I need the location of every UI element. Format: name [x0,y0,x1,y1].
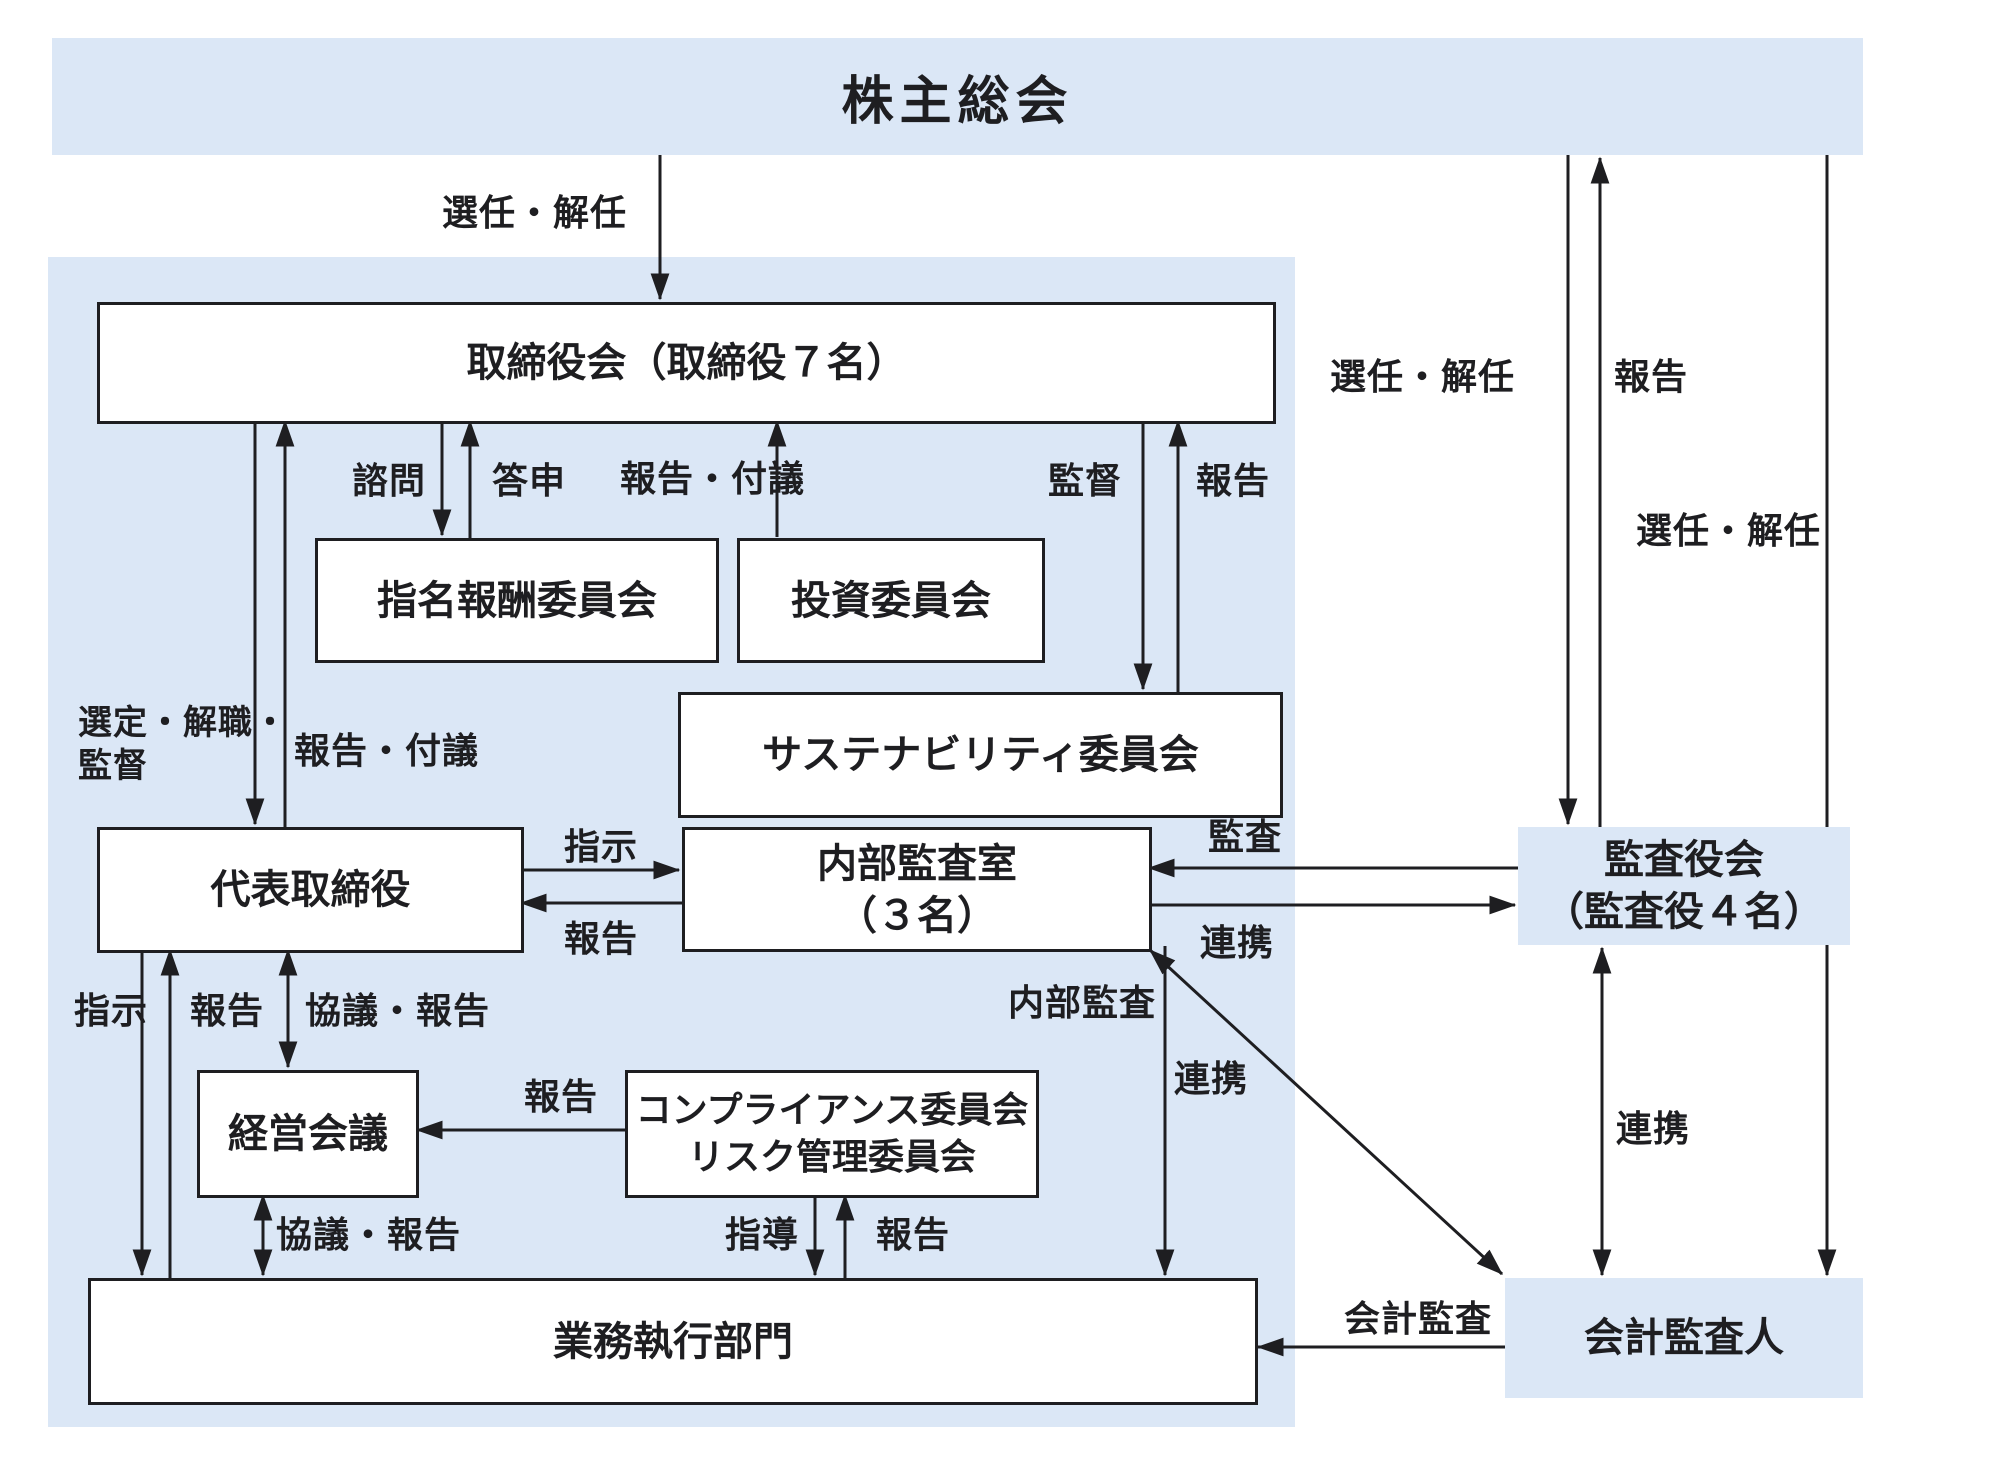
accounting-auditor-label: 会計監査人 [1584,1316,1784,1360]
label-audit: 監査 [1208,816,1283,857]
compliance-committee-label-line1: コンプライアンス委員会 [635,1089,1029,1131]
board-box: 取締役会（取締役７名） [97,302,1276,424]
internal-audit-office-box: 内部監査室 （３名） [682,827,1152,952]
shareholders-meeting-banner: 株主総会 [52,38,1863,155]
compliance-committee-box: コンプライアンス委員会 リスク管理委員会 [625,1070,1039,1198]
label-accounting-audit: 会計監査 [1344,1298,1493,1339]
ceo-label: 代表取締役 [210,868,411,912]
label-cooperate-vertical: 連携 [1616,1108,1691,1149]
audit-board-box: 監査役会 （監査役４名） [1518,827,1850,945]
management-meeting-label: 経営会議 [228,1112,388,1156]
audit-board-label-line2: （監査役４名） [1544,890,1824,934]
label-internal-audit: 内部監査 [1008,982,1157,1023]
label-instruct-office: 指示 [564,826,639,867]
accounting-auditor-box: 会計監査人 [1505,1278,1863,1398]
investment-committee-box: 投資委員会 [737,538,1045,663]
arrow-cooperate-office-accounting [1148,948,1504,1276]
nomination-committee-box: 指名報酬委員会 [315,538,719,663]
label-report-sustainability: 報告 [1196,460,1271,501]
internal-audit-office-label-line1: 内部監査室 [817,841,1017,886]
label-guide: 指導 [725,1214,800,1255]
investment-committee-label: 投資委員会 [791,578,991,623]
execution-division-label: 業務執行部門 [553,1319,793,1364]
label-consult: 諮問 [352,460,427,501]
label-report-refer-investment: 報告・付議 [620,458,806,499]
label-consult-report-lower: 協議・報告 [276,1214,462,1255]
label-select-dismiss-supervise: 選定・解職・ 監督 [78,704,288,785]
audit-board-label-line1: 監査役会 [1604,838,1764,882]
label-cooperate-horizontal: 連携 [1200,922,1275,963]
label-report-refer-ceo: 報告・付議 [294,730,480,771]
label-consult-report-upper: 協議・報告 [305,990,491,1031]
shareholders-meeting-label: 株主総会 [841,73,1074,131]
nomination-committee-label: 指名報酬委員会 [377,578,657,623]
label-appoint-dismiss-board: 選任・解任 [442,192,628,233]
sustainability-committee-box: サステナビリティ委員会 [678,692,1283,818]
label-reply: 答申 [492,460,567,501]
compliance-committee-label-line2: リスク管理委員会 [687,1136,976,1177]
sustainability-committee-label: サステナビリティ委員会 [762,733,1199,777]
internal-audit-office-label-line2: （３名） [837,893,997,938]
management-meeting-box: 経営会議 [197,1070,419,1198]
label-supervise: 監督 [1048,460,1123,501]
label-cooperate-diagonal: 連携 [1174,1058,1249,1099]
board-label: 取締役会（取締役７名） [466,341,907,385]
ceo-box: 代表取締役 [97,827,524,953]
label-appoint-dismiss-accounting: 選任・解任 [1636,510,1822,551]
label-appoint-dismiss-auditboard: 選任・解任 [1330,356,1516,397]
label-report-compliance: 報告 [524,1076,599,1117]
label-instruct-execution: 指示 [74,990,149,1031]
label-report-to-compliance: 報告 [876,1214,951,1255]
execution-division-box: 業務執行部門 [88,1278,1258,1405]
label-report-auditboard: 報告 [1614,356,1689,397]
label-report-execution: 報告 [190,990,265,1031]
label-report-office-to-ceo: 報告 [564,918,639,959]
